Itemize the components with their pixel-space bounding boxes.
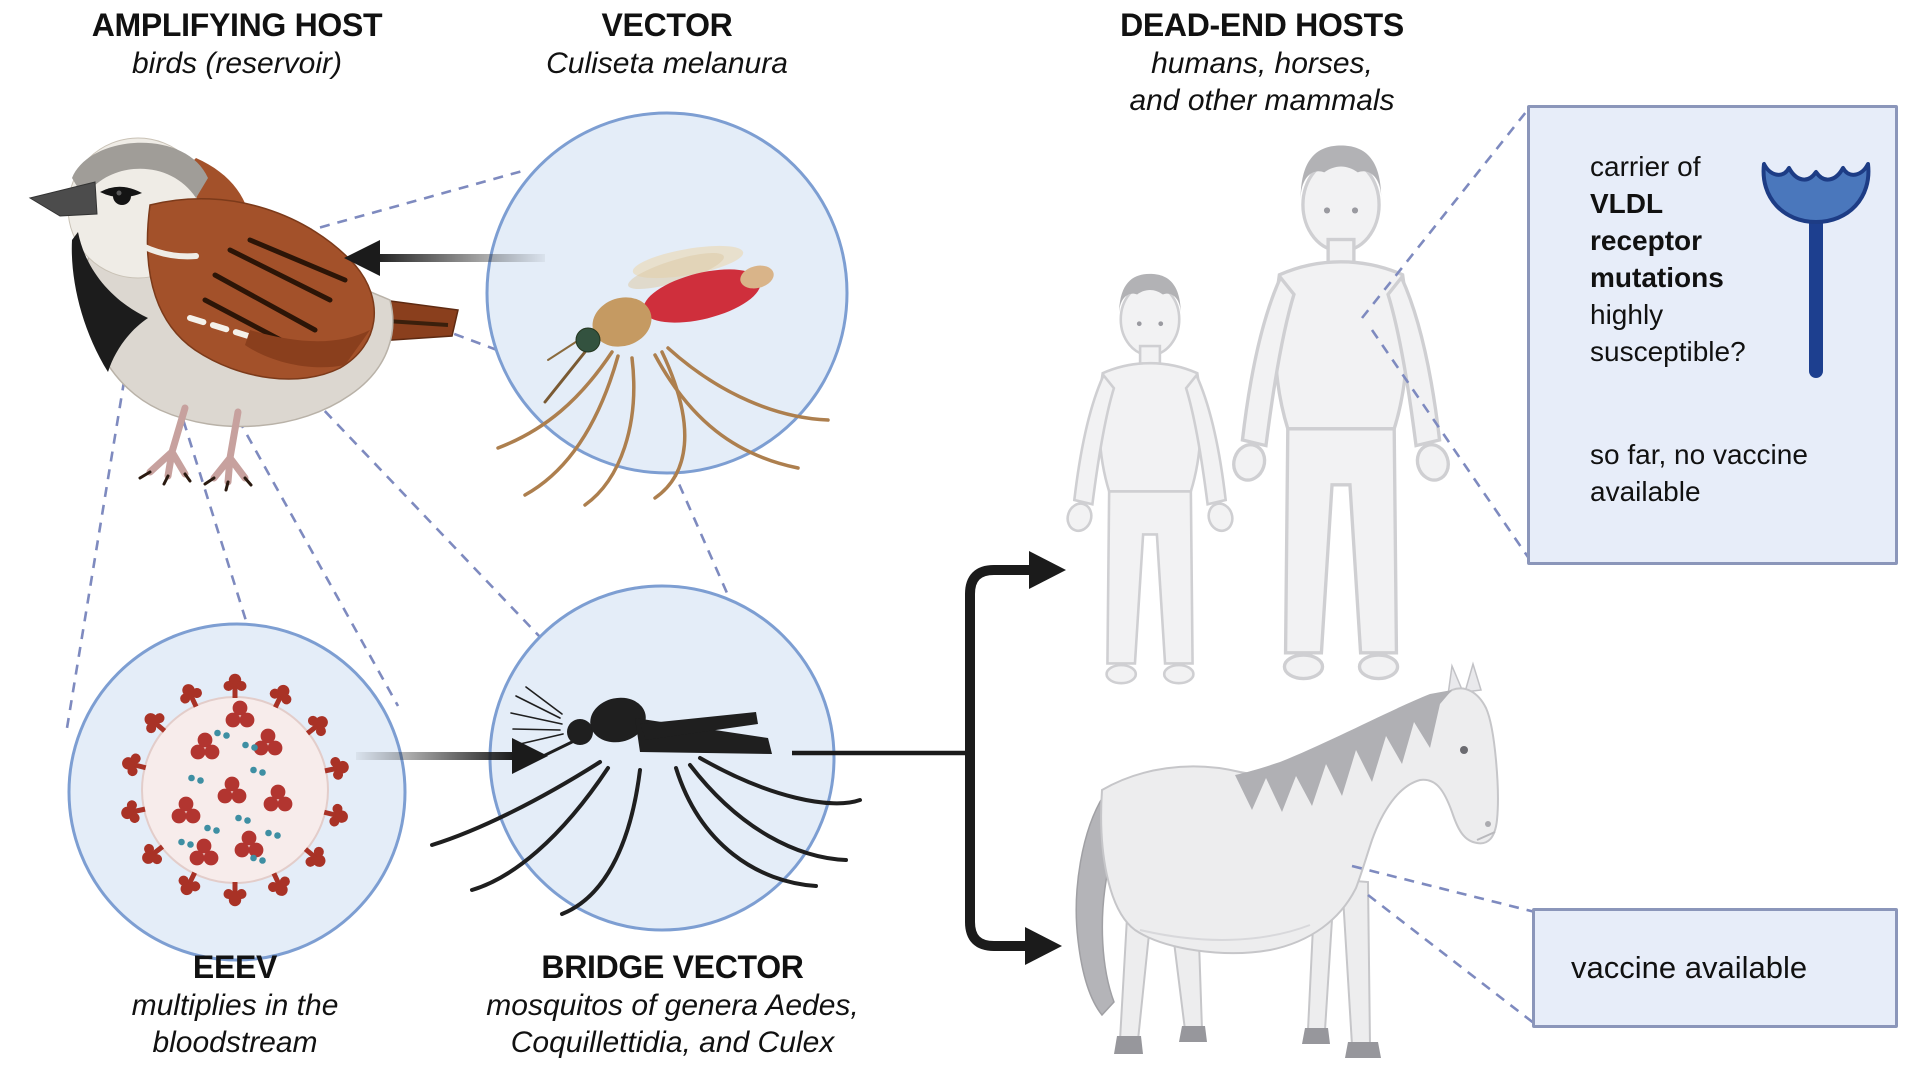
eeev-virus-icon bbox=[118, 673, 352, 907]
arrow-branch-to-hosts bbox=[792, 551, 1066, 965]
eeev-subtitle-2: bloodstream bbox=[152, 1026, 318, 1059]
dashed-callout-lines-boxes bbox=[1351, 106, 1536, 1026]
vldl-susceptible-text: highly susceptible? bbox=[1590, 299, 1746, 367]
vldl-callout-box: carrier of VLDL receptor mutations highl… bbox=[1527, 105, 1898, 565]
culiseta-mosquito-icon bbox=[496, 245, 830, 507]
bridge-vector-subtitle-1: mosquitos of genera Aedes, bbox=[486, 989, 859, 1022]
arrowhead-to-horse bbox=[1025, 927, 1062, 965]
dead-end-hosts-subtitle-1: humans, horses, bbox=[1151, 47, 1373, 80]
amplifying-host-label: AMPLIFYING HOST birds (reservoir) bbox=[12, 6, 462, 82]
amplifying-host-subtitle: birds (reservoir) bbox=[131, 47, 343, 80]
vector-label: VECTOR Culiseta melanura bbox=[442, 6, 892, 82]
dead-end-hosts-label: DEAD-END HOSTS humans, horses, and other… bbox=[1042, 6, 1482, 119]
bridge-vector-title: BRIDGE VECTOR bbox=[541, 949, 804, 985]
child-figure bbox=[1062, 272, 1238, 685]
eeev-subtitle-1: multiplies in the bbox=[131, 989, 339, 1022]
vldl-mutation-text: VLDL receptor mutations bbox=[1590, 188, 1724, 293]
vldl-no-vaccine-text: so far, no vaccine available bbox=[1590, 439, 1808, 507]
human-figures bbox=[1062, 143, 1455, 685]
adult-figure bbox=[1227, 143, 1455, 681]
horse-vaccine-text: vaccine available bbox=[1571, 950, 1808, 985]
arrow-vector-to-bird bbox=[344, 240, 545, 276]
dead-end-hosts-subtitle-2: and other mammals bbox=[1129, 84, 1395, 117]
bridge-mosquito-icon bbox=[430, 686, 862, 916]
horse-icon bbox=[1075, 661, 1499, 1058]
horse-vaccine-callout-box: vaccine available bbox=[1532, 908, 1898, 1028]
vldl-carrier-text: carrier of bbox=[1590, 151, 1701, 182]
arrowhead-to-humans bbox=[1029, 551, 1066, 589]
vector-title: VECTOR bbox=[601, 7, 733, 43]
eeev-label: EEEV multiplies in the bloodstream bbox=[25, 948, 445, 1061]
vldl-text: carrier of VLDL receptor mutations highl… bbox=[1590, 148, 1768, 370]
dead-end-hosts-title: DEAD-END HOSTS bbox=[1120, 7, 1404, 43]
vldl-receptor-icon bbox=[1761, 162, 1871, 378]
bridge-vector-label: BRIDGE VECTOR mosquitos of genera Aedes,… bbox=[415, 948, 930, 1061]
amplifying-host-title: AMPLIFYING HOST bbox=[91, 7, 383, 43]
bridge-vector-subtitle-2: Coquillettidia, and Culex bbox=[510, 1026, 835, 1059]
bird-icon bbox=[28, 137, 459, 492]
vector-subtitle: Culiseta melanura bbox=[546, 47, 788, 80]
eeev-title: EEEV bbox=[192, 949, 278, 985]
arrow-eeev-to-bridge bbox=[356, 738, 548, 774]
